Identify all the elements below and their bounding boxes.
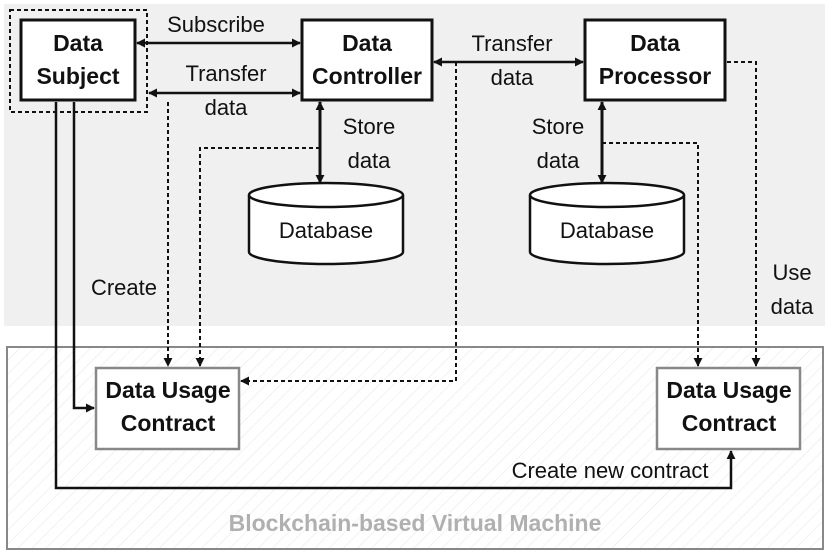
data-processor-label-2: Processor [599, 63, 712, 89]
data-controller-label-1: Data [342, 30, 392, 56]
edge-transfer-subject-label-1: Transfer [185, 61, 266, 86]
database-processor-node[interactable]: Database [528, 181, 686, 266]
edge-use-data-label-2: data [771, 294, 815, 319]
edge-store-controller-label-2: data [348, 148, 392, 173]
data-subject-boundary [9, 9, 148, 113]
data-processor-node[interactable]: Data Processor [583, 18, 727, 102]
database-controller-label: Database [279, 218, 373, 243]
contract-right-label-2: Contract [682, 410, 777, 436]
data-subject-label-2: Subject [36, 63, 119, 89]
edge-use-data-label-1: Use [772, 260, 811, 285]
contract-right-label-1: Data Usage [666, 377, 791, 403]
data-controller-label-2: Controller [312, 63, 422, 89]
contract-left-label-2: Contract [121, 410, 216, 436]
edge-create-label: Create [91, 275, 157, 300]
edge-subscribe-label: Subscribe [167, 12, 265, 37]
edge-transfer-subject-label-2: data [205, 95, 249, 120]
data-subject-label-1: Data [53, 30, 103, 56]
edge-dotted-transfer-contract [240, 62, 457, 386]
edge-store-controller-label-1: Store [343, 114, 396, 139]
edge-transfer-processor-label-2: data [491, 65, 535, 90]
edge-create [72, 102, 95, 413]
contract-right-node[interactable]: Data Usage Contract [655, 366, 802, 451]
database-controller-node[interactable]: Database [247, 181, 405, 266]
contract-left-node[interactable]: Data Usage Contract [94, 366, 241, 451]
edge-dotted-controller-contract [195, 147, 320, 367]
edge-transfer-processor-label-1: Transfer [471, 31, 552, 56]
edge-use-data [727, 61, 761, 367]
data-processor-label-1: Data [630, 30, 680, 56]
database-processor-label: Database [560, 218, 654, 243]
edge-store-processor-label-2: data [537, 148, 581, 173]
vm-label: Blockchain-based Virtual Machine [229, 510, 602, 536]
data-controller-node[interactable]: Data Controller [300, 18, 434, 102]
contract-left-label-1: Data Usage [105, 377, 230, 403]
edge-create-new-contract [54, 102, 736, 490]
edge-store-processor-label-1: Store [532, 114, 585, 139]
edge-create-new-contract-label: Create new contract [512, 458, 709, 483]
data-subject-node[interactable]: Data Subject [19, 18, 137, 102]
edge-dotted-processor-contract [602, 142, 703, 367]
